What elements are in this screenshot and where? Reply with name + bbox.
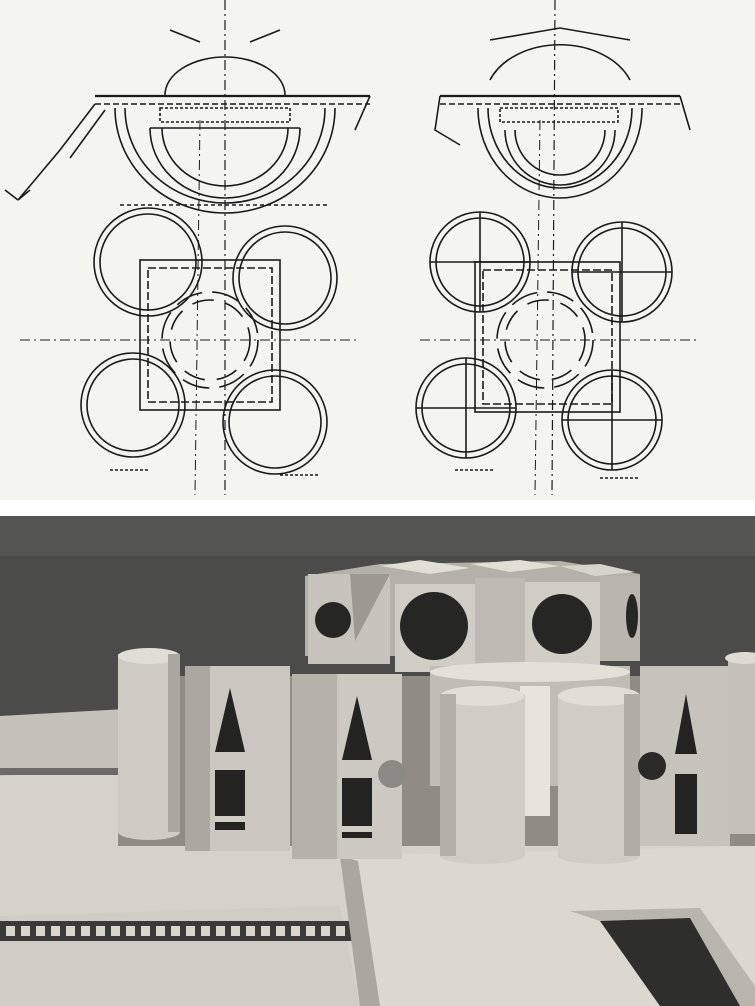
lower-ring	[118, 648, 755, 864]
floor-plans-panel	[0, 0, 755, 500]
floor-plans-drawing	[4, 0, 700, 496]
plan-left	[4, 0, 371, 496]
plan-left-circle-ne	[232, 225, 338, 331]
triangle-opening-2	[342, 696, 372, 760]
model-photograph	[0, 516, 755, 1006]
plan-right-central-square	[474, 261, 621, 413]
plan-right-circle-sw	[415, 357, 517, 459]
foreground-opening	[600, 918, 740, 1006]
upper-cube-1-round-opening	[400, 592, 468, 660]
model-photograph-drawing	[0, 516, 755, 1006]
plan-left-circle-sw	[80, 352, 186, 458]
triangle-opening-3	[675, 694, 697, 754]
plan-left-central-square	[139, 259, 281, 411]
plan-left-circle-se	[222, 369, 328, 475]
plan-left-outer-arc	[114, 107, 336, 214]
upper-ring	[305, 560, 640, 672]
plan-right-outer-arc	[477, 107, 643, 199]
panel-divider	[0, 500, 755, 516]
plan-right	[415, 0, 700, 496]
upper-cube-2-round-opening	[532, 594, 592, 654]
plan-right-circle-ne	[571, 221, 673, 323]
triangle-opening-1	[215, 688, 245, 752]
